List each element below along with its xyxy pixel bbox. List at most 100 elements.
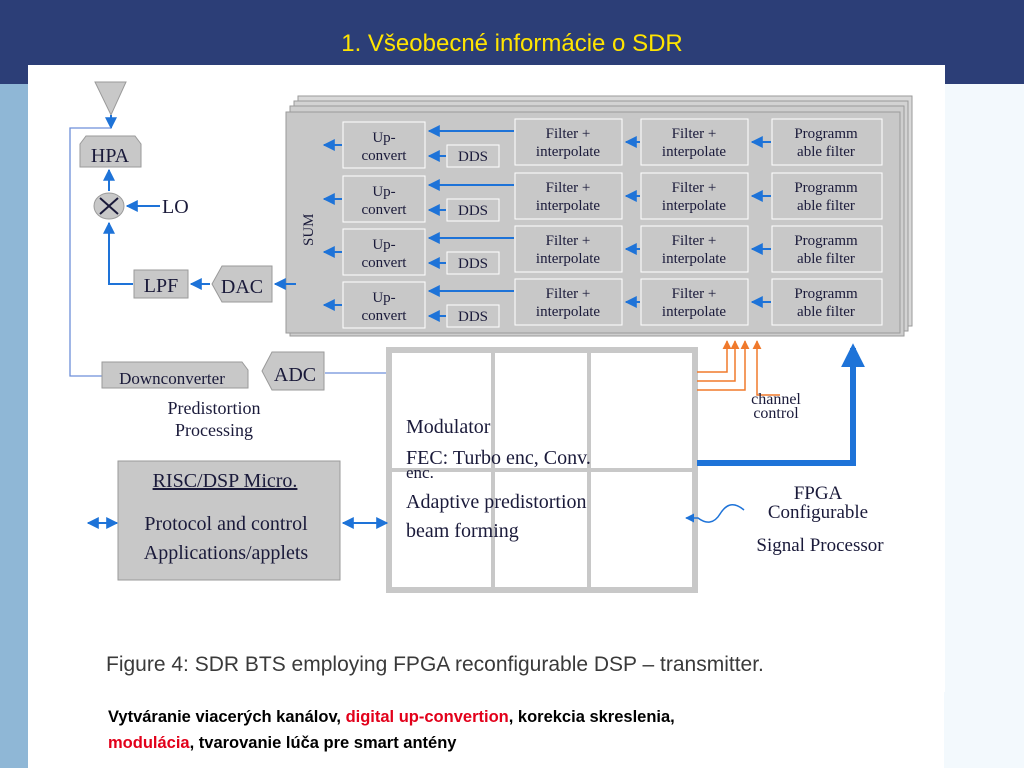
upconvert-label: Up- xyxy=(372,130,395,146)
prog-filter-label: able filter xyxy=(797,198,855,214)
sum-label: SUM xyxy=(301,213,317,246)
filter-interpolate-block xyxy=(640,118,749,166)
risc-line: Protocol and control xyxy=(144,513,308,535)
upconvert-label: convert xyxy=(362,202,408,218)
predistortion-label: Predistortion xyxy=(168,398,261,418)
adc-block xyxy=(261,351,325,391)
programmable-filter-block xyxy=(771,225,883,273)
filter-label: interpolate xyxy=(662,304,726,320)
filter-label: interpolate xyxy=(662,144,726,160)
upconvert-block xyxy=(342,175,426,223)
channel-control-label: control xyxy=(753,405,799,422)
dds-label: DDS xyxy=(458,149,488,165)
caption-highlight: modulácia xyxy=(108,734,190,752)
filter-label: interpolate xyxy=(536,198,600,214)
left-decor-strip xyxy=(0,84,28,768)
fpga-line: Modulator xyxy=(406,416,491,438)
dds-block xyxy=(446,251,500,275)
upconvert-block xyxy=(342,281,426,329)
filter-label: interpolate xyxy=(662,198,726,214)
dds-label: DDS xyxy=(458,309,488,325)
fpga-line: Adaptive predistortion xyxy=(406,491,587,513)
hpa-block xyxy=(79,135,142,168)
slide-caption: Vytváranie viacerých kanálov, digital up… xyxy=(108,704,938,756)
filter-interpolate-block xyxy=(640,278,749,326)
programmable-filter-block xyxy=(771,118,883,166)
filter-label: interpolate xyxy=(536,251,600,267)
risc-line: Applications/applets xyxy=(144,542,309,564)
lpf-label: LPF xyxy=(144,275,178,297)
upconvert-label: convert xyxy=(362,255,408,271)
prog-filter-label: Programm xyxy=(794,286,858,302)
fpga-pointer xyxy=(685,504,745,523)
dds-block xyxy=(446,144,500,168)
mixer-icon xyxy=(93,192,125,220)
lpf-block xyxy=(133,269,189,299)
fpga-label: Configurable xyxy=(768,502,868,523)
filter-interpolate-block xyxy=(514,225,623,273)
caption-text: , korekcia skreslenia, xyxy=(508,708,675,726)
caption-text: Vytváranie viacerých kanálov, xyxy=(108,708,346,726)
filter-label: Filter + xyxy=(546,286,591,302)
filter-interpolate-block xyxy=(640,172,749,220)
dac-label: DAC xyxy=(221,276,263,298)
fpga-grid xyxy=(386,347,698,593)
dds-label: DDS xyxy=(458,256,488,272)
hpa-label: HPA xyxy=(91,145,130,167)
feedback-line xyxy=(69,127,111,377)
channel-control-arrows xyxy=(697,340,780,396)
channel-row: Up- convert DDS Filter + interpolate Fil… xyxy=(322,172,883,223)
downconverter-label: Downconverter xyxy=(119,369,225,388)
filter-interpolate-block xyxy=(514,118,623,166)
risc-dsp-block xyxy=(117,460,341,581)
prog-filter-label: Programm xyxy=(794,180,858,196)
filter-label: Filter + xyxy=(672,233,717,249)
caption-highlight: digital up-convertion xyxy=(345,708,509,726)
adc-label: ADC xyxy=(274,364,316,386)
filter-label: Filter + xyxy=(546,126,591,142)
fpga-output-arrow xyxy=(697,343,865,466)
dac-block xyxy=(211,265,273,303)
filter-label: Filter + xyxy=(546,180,591,196)
risc-title: RISC/DSP Micro. xyxy=(153,470,298,492)
antenna-icon xyxy=(94,81,127,130)
figure-caption: Figure 4: SDR BTS employing FPGA reconfi… xyxy=(106,653,764,676)
right-decor-panel xyxy=(944,84,1024,768)
prog-filter-label: Programm xyxy=(794,126,858,142)
dds-block xyxy=(446,198,500,222)
dds-label: DDS xyxy=(458,203,488,219)
filter-interpolate-block xyxy=(640,225,749,273)
caption-text: , tvarovanie lúča pre smart antény xyxy=(189,734,457,752)
dds-block xyxy=(446,304,500,328)
prog-filter-label: able filter xyxy=(797,144,855,160)
lo-label: LO xyxy=(162,196,189,218)
slide-title: 1. Všeobecné informácie o SDR xyxy=(341,30,683,57)
prog-filter-label: able filter xyxy=(797,251,855,267)
filter-label: Filter + xyxy=(672,286,717,302)
upconvert-label: convert xyxy=(362,308,408,324)
fpga-label: Signal Processor xyxy=(756,535,884,556)
lpf-to-mixer-arrow xyxy=(103,221,133,285)
filter-interpolate-block xyxy=(514,172,623,220)
prog-filter-label: Programm xyxy=(794,233,858,249)
channel-control-label: channel xyxy=(751,391,801,408)
downconverter-block xyxy=(101,361,249,389)
upconvert-label: Up- xyxy=(372,184,395,200)
upconvert-label: Up- xyxy=(372,237,395,253)
channel-row: Up- convert DDS Filter + interpolate Fil… xyxy=(322,278,883,329)
filter-label: interpolate xyxy=(536,144,600,160)
upconvert-block xyxy=(342,121,426,169)
caption-strip xyxy=(102,692,944,768)
predistortion-label: Processing xyxy=(175,420,253,440)
filter-label: Filter + xyxy=(672,180,717,196)
filter-label: interpolate xyxy=(662,251,726,267)
filter-interpolate-block xyxy=(514,278,623,326)
filter-label: Filter + xyxy=(672,126,717,142)
upconvert-label: convert xyxy=(362,148,408,164)
fpga-line: beam forming xyxy=(406,520,519,542)
fpga-line: FEC: Turbo enc, Conv. xyxy=(406,447,591,469)
channel-row: Up- convert DDS Filter + interpolate Fil… xyxy=(322,225,883,276)
fpga-label: FPGA xyxy=(794,483,843,504)
upconvert-label: Up- xyxy=(372,290,395,306)
